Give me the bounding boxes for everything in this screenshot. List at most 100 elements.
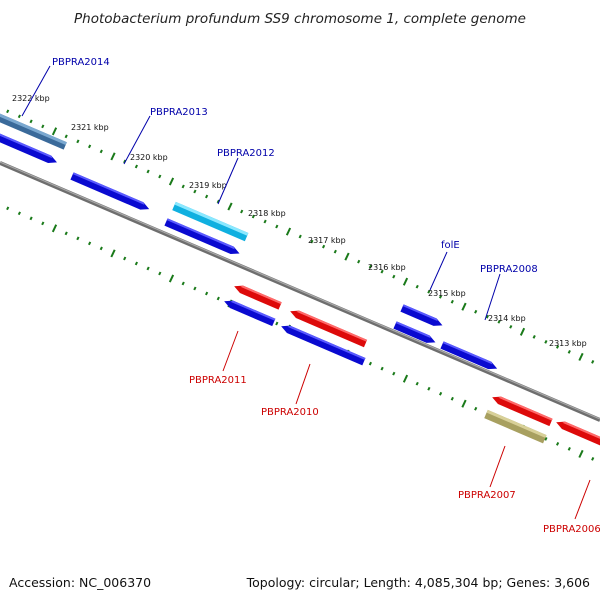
outer-scale-tick bbox=[168, 177, 175, 186]
outer-scale-tick bbox=[216, 199, 220, 204]
inner-scale-tick bbox=[193, 286, 197, 291]
gene-pbpra2011-upper[interactable] bbox=[233, 283, 282, 310]
inner-scale-tick bbox=[216, 296, 220, 301]
scale-label-2313: 2313 kbp bbox=[549, 339, 587, 348]
scale-label-2317: 2317 kbp bbox=[308, 236, 346, 245]
gene-fole[interactable] bbox=[400, 304, 444, 329]
scale-label-2316: 2316 kbp bbox=[368, 263, 406, 272]
outer-scale-tick bbox=[181, 184, 185, 189]
gene-pbpra2007-upper[interactable] bbox=[491, 394, 553, 427]
outer-scale-tick bbox=[474, 309, 478, 314]
gene-label-pbpra2014[interactable]: PBPRA2014 bbox=[52, 57, 110, 68]
inner-scale-tick bbox=[380, 366, 384, 371]
gene-pbpra2011[interactable] bbox=[223, 298, 276, 327]
gene-label-fole[interactable]: folE bbox=[441, 240, 460, 251]
gene-label-pbpra2008[interactable]: PBPRA2008 bbox=[480, 264, 538, 275]
inner-scale-tick bbox=[427, 386, 431, 391]
inner-scale-tick bbox=[567, 446, 571, 451]
inner-scale-tick bbox=[544, 436, 548, 441]
outer-scale-tick bbox=[64, 134, 68, 139]
gene-label-pbpra2012[interactable]: PBPRA2012 bbox=[217, 148, 275, 159]
outer-scale-tick bbox=[41, 124, 45, 129]
outer-scale-tick bbox=[438, 294, 443, 299]
outer-scale-tick bbox=[87, 144, 92, 149]
gene-label-pbpra2011[interactable]: PBPRA2011 bbox=[189, 375, 247, 386]
reverse-strand-genes bbox=[223, 283, 600, 451]
outer-scale-tick bbox=[415, 284, 419, 289]
outer-scale-tick bbox=[427, 289, 431, 294]
gene-pbpra2014-lower[interactable] bbox=[0, 131, 59, 166]
outer-scale-tick bbox=[275, 224, 279, 229]
outer-scale-tick bbox=[555, 344, 560, 349]
inner-scale-tick bbox=[51, 224, 58, 233]
outer-scale-tick bbox=[205, 194, 209, 199]
gene-pbpra2013[interactable] bbox=[70, 172, 150, 212]
gene-pbpra2014[interactable] bbox=[0, 111, 67, 150]
outer-scale-tick bbox=[509, 324, 513, 329]
outer-scale-tick bbox=[392, 274, 396, 279]
gene-pbpra2006[interactable] bbox=[555, 419, 600, 451]
inner-scale-tick bbox=[578, 449, 584, 458]
outer-scale-tick bbox=[193, 189, 197, 194]
outer-scale-tick bbox=[227, 202, 233, 211]
outer-scale-tick bbox=[240, 209, 244, 214]
outer-scale-tick bbox=[544, 339, 548, 344]
outer-scale-tick bbox=[591, 359, 595, 364]
genome-backbone bbox=[0, 161, 600, 422]
inner-scale-tick bbox=[591, 456, 595, 461]
gene-label-pbpra2007[interactable]: PBPRA2007 bbox=[458, 490, 516, 501]
outer-scale-tick bbox=[567, 349, 571, 354]
outer-scale-tick bbox=[51, 127, 58, 136]
gene-labels: PBPRA2014 PBPRA2013 PBPRA2012 folE PBPRA… bbox=[52, 57, 600, 535]
inner-scale-tick bbox=[17, 211, 21, 216]
outer-scale-tick bbox=[263, 219, 267, 224]
outer-scale-tick bbox=[76, 139, 80, 144]
inner-scale-tick bbox=[474, 406, 478, 411]
outer-scale-tick bbox=[578, 352, 584, 361]
outer-scale-tick bbox=[461, 302, 467, 311]
inner-scale-tick bbox=[76, 236, 80, 241]
gene-label-pbpra2010[interactable]: PBPRA2010 bbox=[261, 407, 319, 418]
inner-scale-tick bbox=[555, 441, 560, 446]
inner-scale-tick bbox=[168, 274, 175, 283]
outer-scale-tick bbox=[310, 239, 314, 244]
inner-scale-tick bbox=[87, 241, 92, 246]
inner-scale-tick bbox=[275, 321, 279, 326]
gene-label-pbpra2006[interactable]: PBPRA2006 bbox=[543, 524, 600, 535]
scale-label-2320: 2320 kbp bbox=[130, 153, 168, 162]
inner-scale-tick bbox=[110, 249, 116, 258]
outer-scale-tick bbox=[450, 299, 454, 304]
outer-scale-tick bbox=[146, 169, 150, 174]
genome-backbone-highlight bbox=[0, 161, 600, 420]
inner-scale-tick bbox=[415, 381, 419, 386]
inner-scale-tick bbox=[134, 261, 139, 266]
gene-fole-lower[interactable] bbox=[393, 321, 437, 346]
gene-label-pbpra2013[interactable]: PBPRA2013 bbox=[150, 107, 208, 118]
gene-pbpra2012-lower[interactable] bbox=[164, 218, 241, 257]
inner-scale-tick bbox=[146, 266, 150, 271]
outer-scale-tick bbox=[485, 314, 490, 319]
outer-scale-tick bbox=[158, 174, 162, 179]
accession-text: Accession: NC_006370 bbox=[9, 575, 152, 590]
inner-scale-tick bbox=[123, 256, 127, 261]
inner-scale-tick bbox=[158, 271, 162, 276]
inner-scale-tick bbox=[64, 231, 68, 236]
gene-pbpra2008[interactable] bbox=[440, 341, 498, 372]
topology-summary: Topology: circular; Length: 4,085,304 bp… bbox=[246, 575, 590, 590]
outer-scale-tick bbox=[134, 164, 139, 169]
gene-pbpra2010-upper[interactable] bbox=[289, 308, 368, 348]
inner-scale-tick bbox=[438, 391, 443, 396]
outer-scale-tick bbox=[99, 149, 103, 154]
outer-scale-tick bbox=[17, 114, 21, 119]
scale-label-2321: 2321 kbp bbox=[71, 123, 109, 132]
outer-scale-tick bbox=[532, 334, 536, 339]
forward-strand-genes bbox=[0, 111, 498, 372]
scale-label-2314: 2314 kbp bbox=[488, 314, 526, 323]
gene-pbpra2010[interactable] bbox=[280, 323, 366, 366]
inner-scale-tick bbox=[392, 371, 396, 376]
gene-pbpra2007[interactable] bbox=[484, 409, 547, 444]
outer-scale-tick bbox=[519, 327, 526, 336]
gene-pbpra2012[interactable] bbox=[172, 201, 249, 242]
outer-scale-tick bbox=[110, 152, 116, 161]
